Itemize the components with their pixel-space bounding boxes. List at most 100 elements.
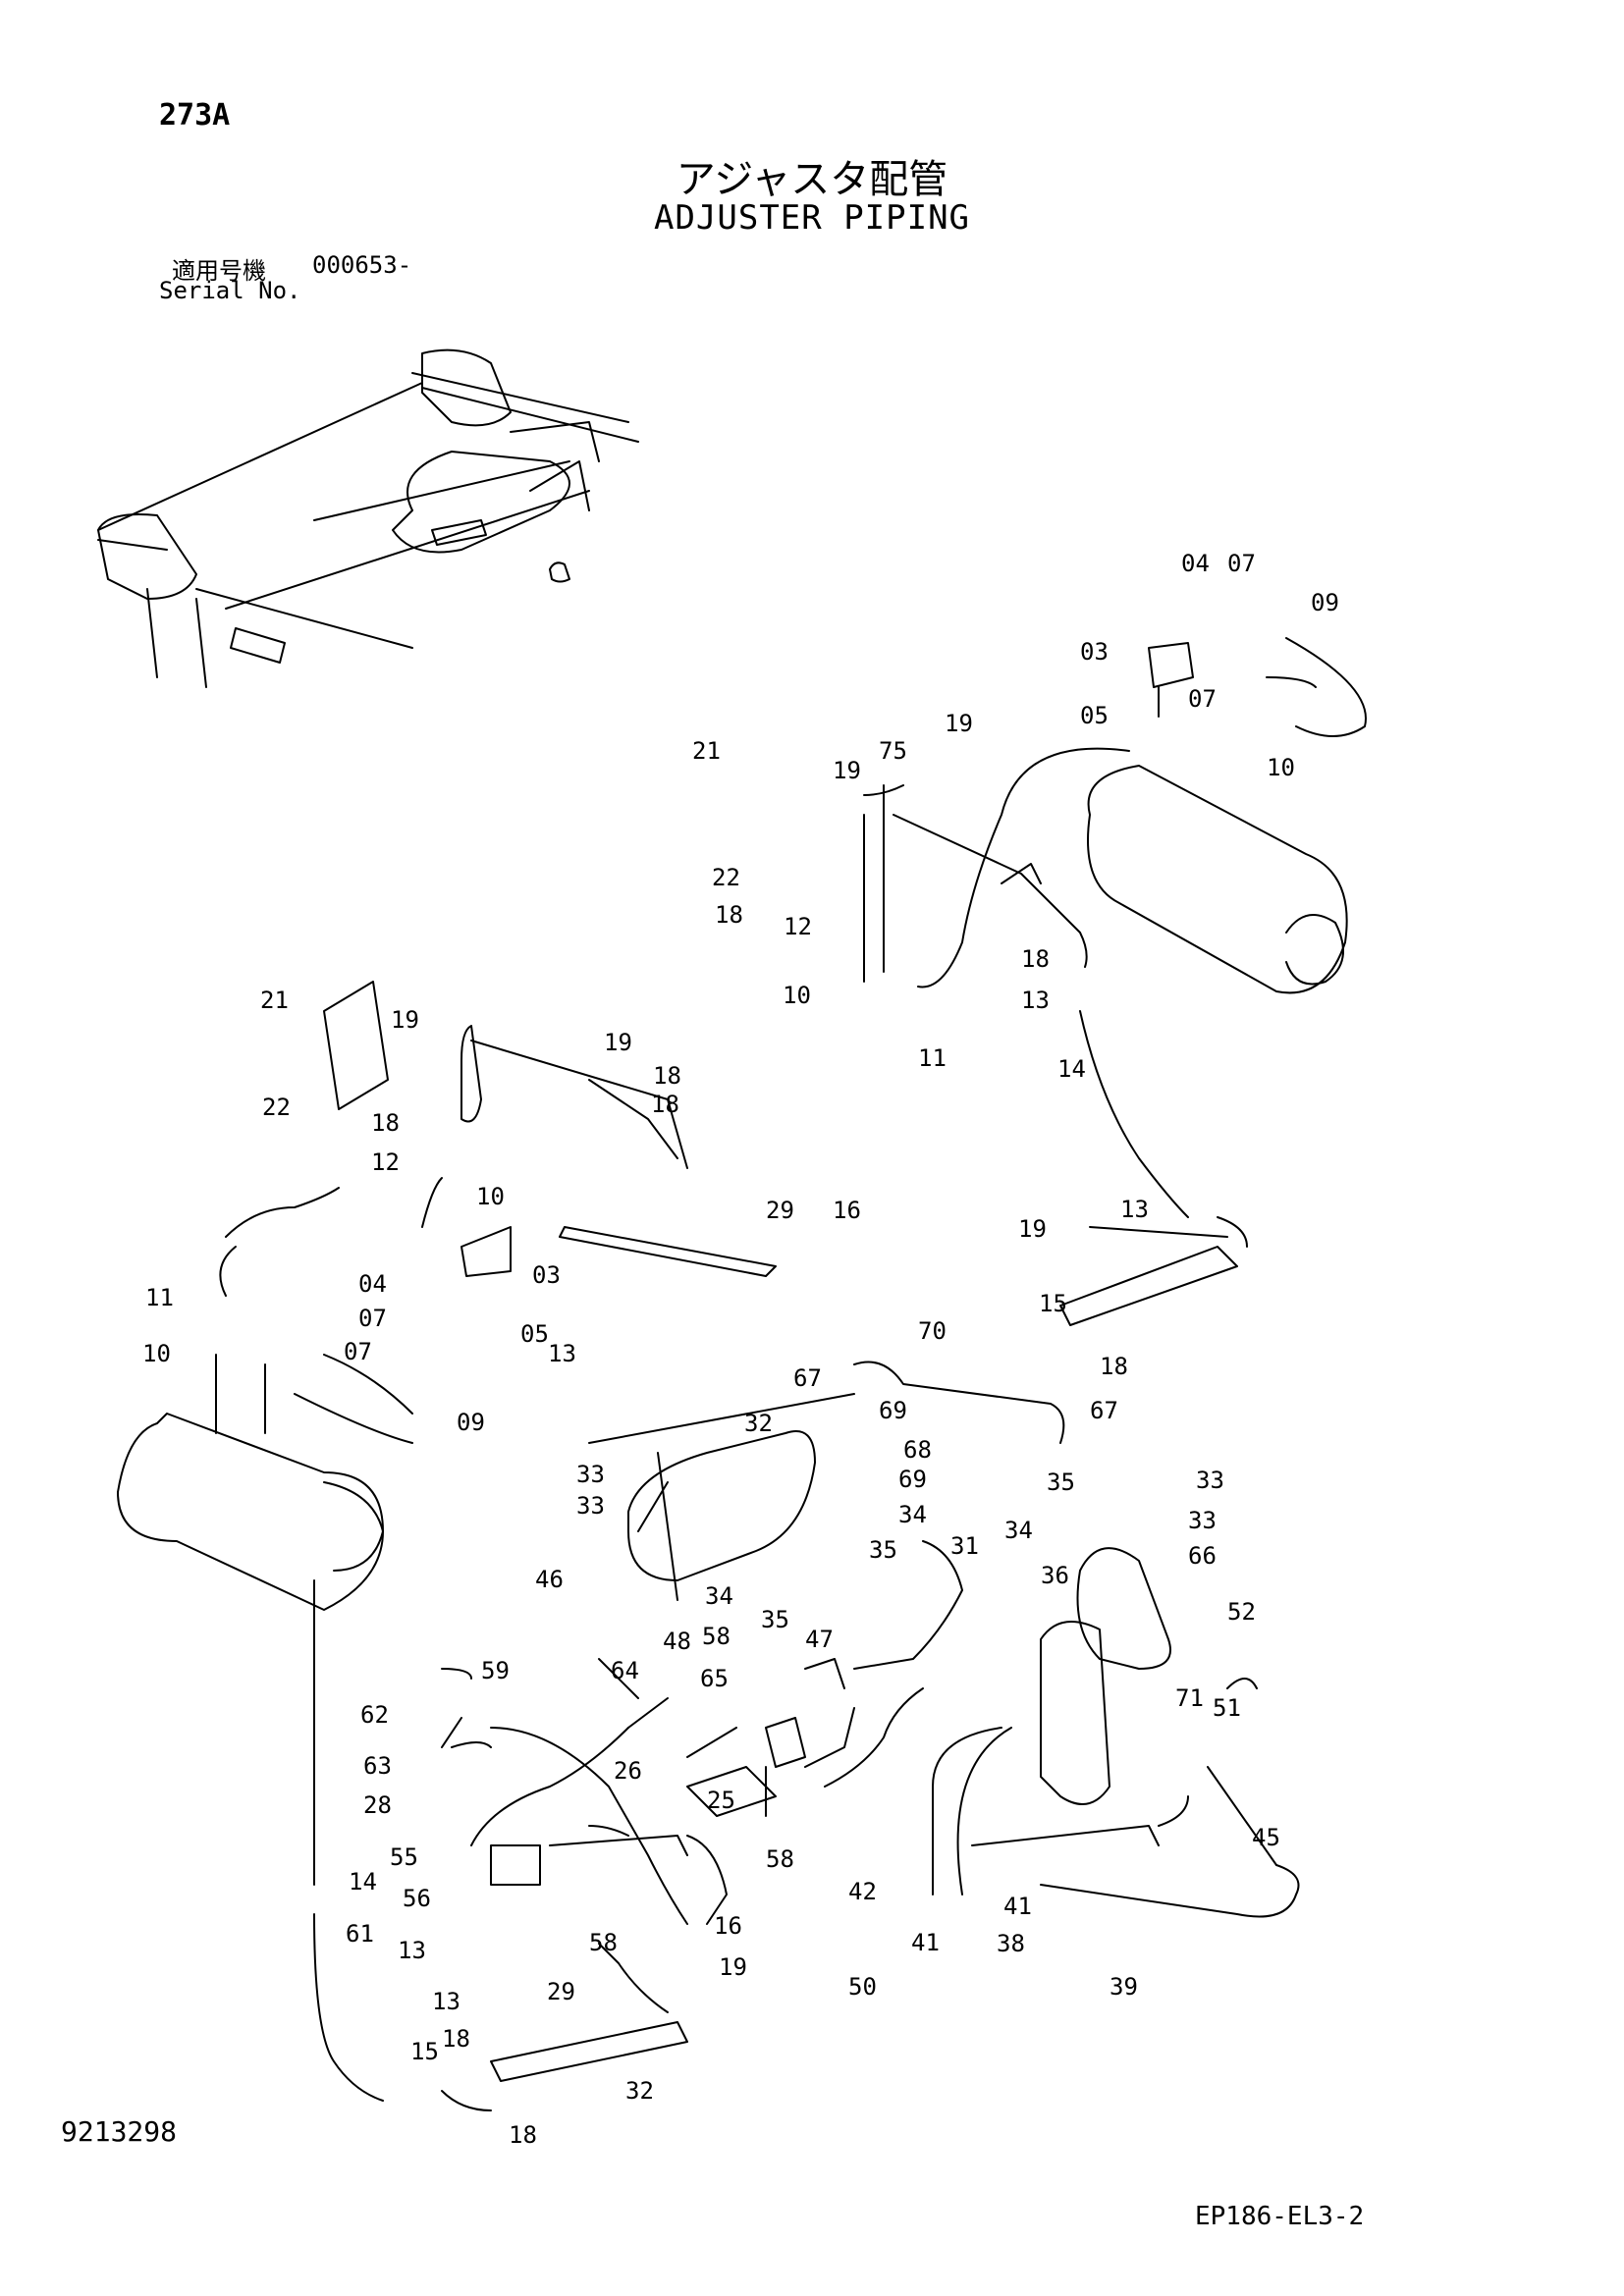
- part-callout: 09: [457, 1409, 485, 1436]
- part-callout: 48: [663, 1628, 691, 1655]
- part-callout: 10: [783, 982, 811, 1009]
- part-callout: 71: [1175, 1684, 1204, 1712]
- part-callout: 33: [576, 1461, 605, 1488]
- part-callout: 25: [707, 1787, 735, 1814]
- part-callout: 14: [349, 1868, 377, 1896]
- part-callout: 51: [1213, 1694, 1241, 1722]
- part-callout: 69: [879, 1397, 907, 1424]
- part-callout: 34: [1004, 1517, 1033, 1544]
- part-callout: 29: [547, 1978, 575, 2005]
- part-callout: 04: [358, 1270, 387, 1298]
- upper-right-assembly: [863, 637, 1367, 1326]
- part-callout: 16: [833, 1197, 861, 1224]
- part-callout: 03: [532, 1261, 561, 1289]
- part-callout: 33: [1188, 1507, 1217, 1534]
- part-callout: 56: [403, 1885, 431, 1912]
- part-callout: 13: [432, 1988, 460, 2015]
- central-hoses-assembly: [627, 1361, 1300, 1918]
- part-callout: 68: [903, 1436, 932, 1464]
- part-callout: 14: [1057, 1055, 1086, 1083]
- part-callout: 62: [360, 1701, 389, 1729]
- part-callout: 47: [805, 1626, 834, 1653]
- part-callout: 34: [705, 1582, 733, 1610]
- part-callout: 18: [715, 901, 743, 929]
- part-callout: 46: [535, 1566, 564, 1593]
- title-japanese: アジャスタ配管: [676, 157, 948, 202]
- part-callout: 18: [653, 1062, 681, 1090]
- page-code: 273A: [159, 98, 231, 133]
- part-callout: 19: [945, 710, 973, 737]
- part-callout: 03: [1080, 638, 1109, 666]
- part-callout: 75: [879, 737, 907, 765]
- part-callout: 33: [1196, 1467, 1224, 1494]
- serial-label-english: Serial No.: [159, 277, 301, 304]
- serial-number-value: 000653-: [312, 251, 412, 279]
- part-callout: 04: [1181, 550, 1210, 577]
- title-english: ADJUSTER PIPING: [653, 198, 971, 238]
- lower-left-assembly: [313, 1579, 924, 2111]
- part-callout: 18: [371, 1109, 400, 1137]
- part-callout: 13: [1120, 1196, 1149, 1223]
- part-callout: 19: [833, 757, 861, 784]
- part-callout: 35: [761, 1606, 789, 1633]
- part-callout: 32: [625, 2077, 654, 2105]
- part-callout: 21: [692, 737, 721, 765]
- part-callout: 31: [950, 1532, 979, 1560]
- part-callout: 18: [1021, 945, 1050, 973]
- part-callout: 07: [344, 1338, 372, 1365]
- part-callout: 07: [358, 1305, 387, 1332]
- part-callout: 69: [898, 1466, 927, 1493]
- part-callout: 36: [1041, 1562, 1069, 1589]
- part-callout: 21: [260, 987, 289, 1014]
- part-callout: 10: [476, 1183, 505, 1210]
- part-callout: 65: [700, 1665, 729, 1692]
- part-callout: 15: [410, 2038, 439, 2065]
- part-callout: 18: [1100, 1353, 1128, 1380]
- part-callout: 32: [744, 1410, 773, 1437]
- part-callout: 15: [1039, 1290, 1067, 1317]
- part-callout: 13: [548, 1340, 576, 1367]
- part-callout: 70: [918, 1317, 947, 1345]
- part-callout: 19: [604, 1029, 632, 1056]
- part-callout: 18: [442, 2025, 470, 2053]
- part-callout: 09: [1311, 589, 1339, 616]
- part-callout: 11: [918, 1044, 947, 1072]
- part-callout: 19: [391, 1006, 419, 1034]
- part-callout: 58: [589, 1929, 618, 1956]
- left-middle-assembly: [117, 981, 855, 1611]
- part-callout: 66: [1188, 1542, 1217, 1570]
- part-callout: 41: [911, 1929, 940, 1956]
- part-callout: 05: [520, 1320, 549, 1348]
- part-callout: 18: [509, 2121, 537, 2149]
- part-callout: 59: [481, 1657, 510, 1684]
- serial-label-japanese: 適用号機: [172, 257, 266, 285]
- part-callout: 58: [766, 1845, 794, 1873]
- part-callout: 12: [784, 913, 812, 940]
- drawing-number: 9213298: [61, 2115, 178, 2148]
- part-callout: 35: [869, 1536, 897, 1564]
- part-callout: 41: [1003, 1893, 1032, 1920]
- part-callout: 05: [1080, 702, 1109, 729]
- part-callout: 55: [390, 1843, 418, 1871]
- part-callout: 67: [1090, 1397, 1118, 1424]
- part-callout: 58: [702, 1623, 731, 1650]
- part-callout: 34: [898, 1501, 927, 1528]
- part-callout: 50: [848, 1973, 877, 2001]
- part-callout: 13: [1021, 987, 1050, 1014]
- part-callout: 28: [363, 1791, 392, 1819]
- part-callout: 18: [651, 1091, 679, 1118]
- part-callout: 63: [363, 1752, 392, 1780]
- part-callout: 07: [1227, 550, 1256, 577]
- part-callout: 35: [1047, 1468, 1075, 1496]
- machine-overview-sketch: [97, 348, 639, 688]
- part-callout: 16: [714, 1912, 742, 1940]
- part-callout: 19: [719, 1953, 747, 1981]
- part-callout: 61: [346, 1920, 374, 1948]
- part-callout: 52: [1227, 1598, 1256, 1626]
- part-callout: 10: [1267, 754, 1295, 781]
- sheet-reference: EP186-EL3-2: [1195, 2202, 1365, 2231]
- part-callout: 10: [142, 1340, 171, 1367]
- part-callout: 22: [262, 1094, 291, 1121]
- part-callout: 22: [712, 864, 740, 891]
